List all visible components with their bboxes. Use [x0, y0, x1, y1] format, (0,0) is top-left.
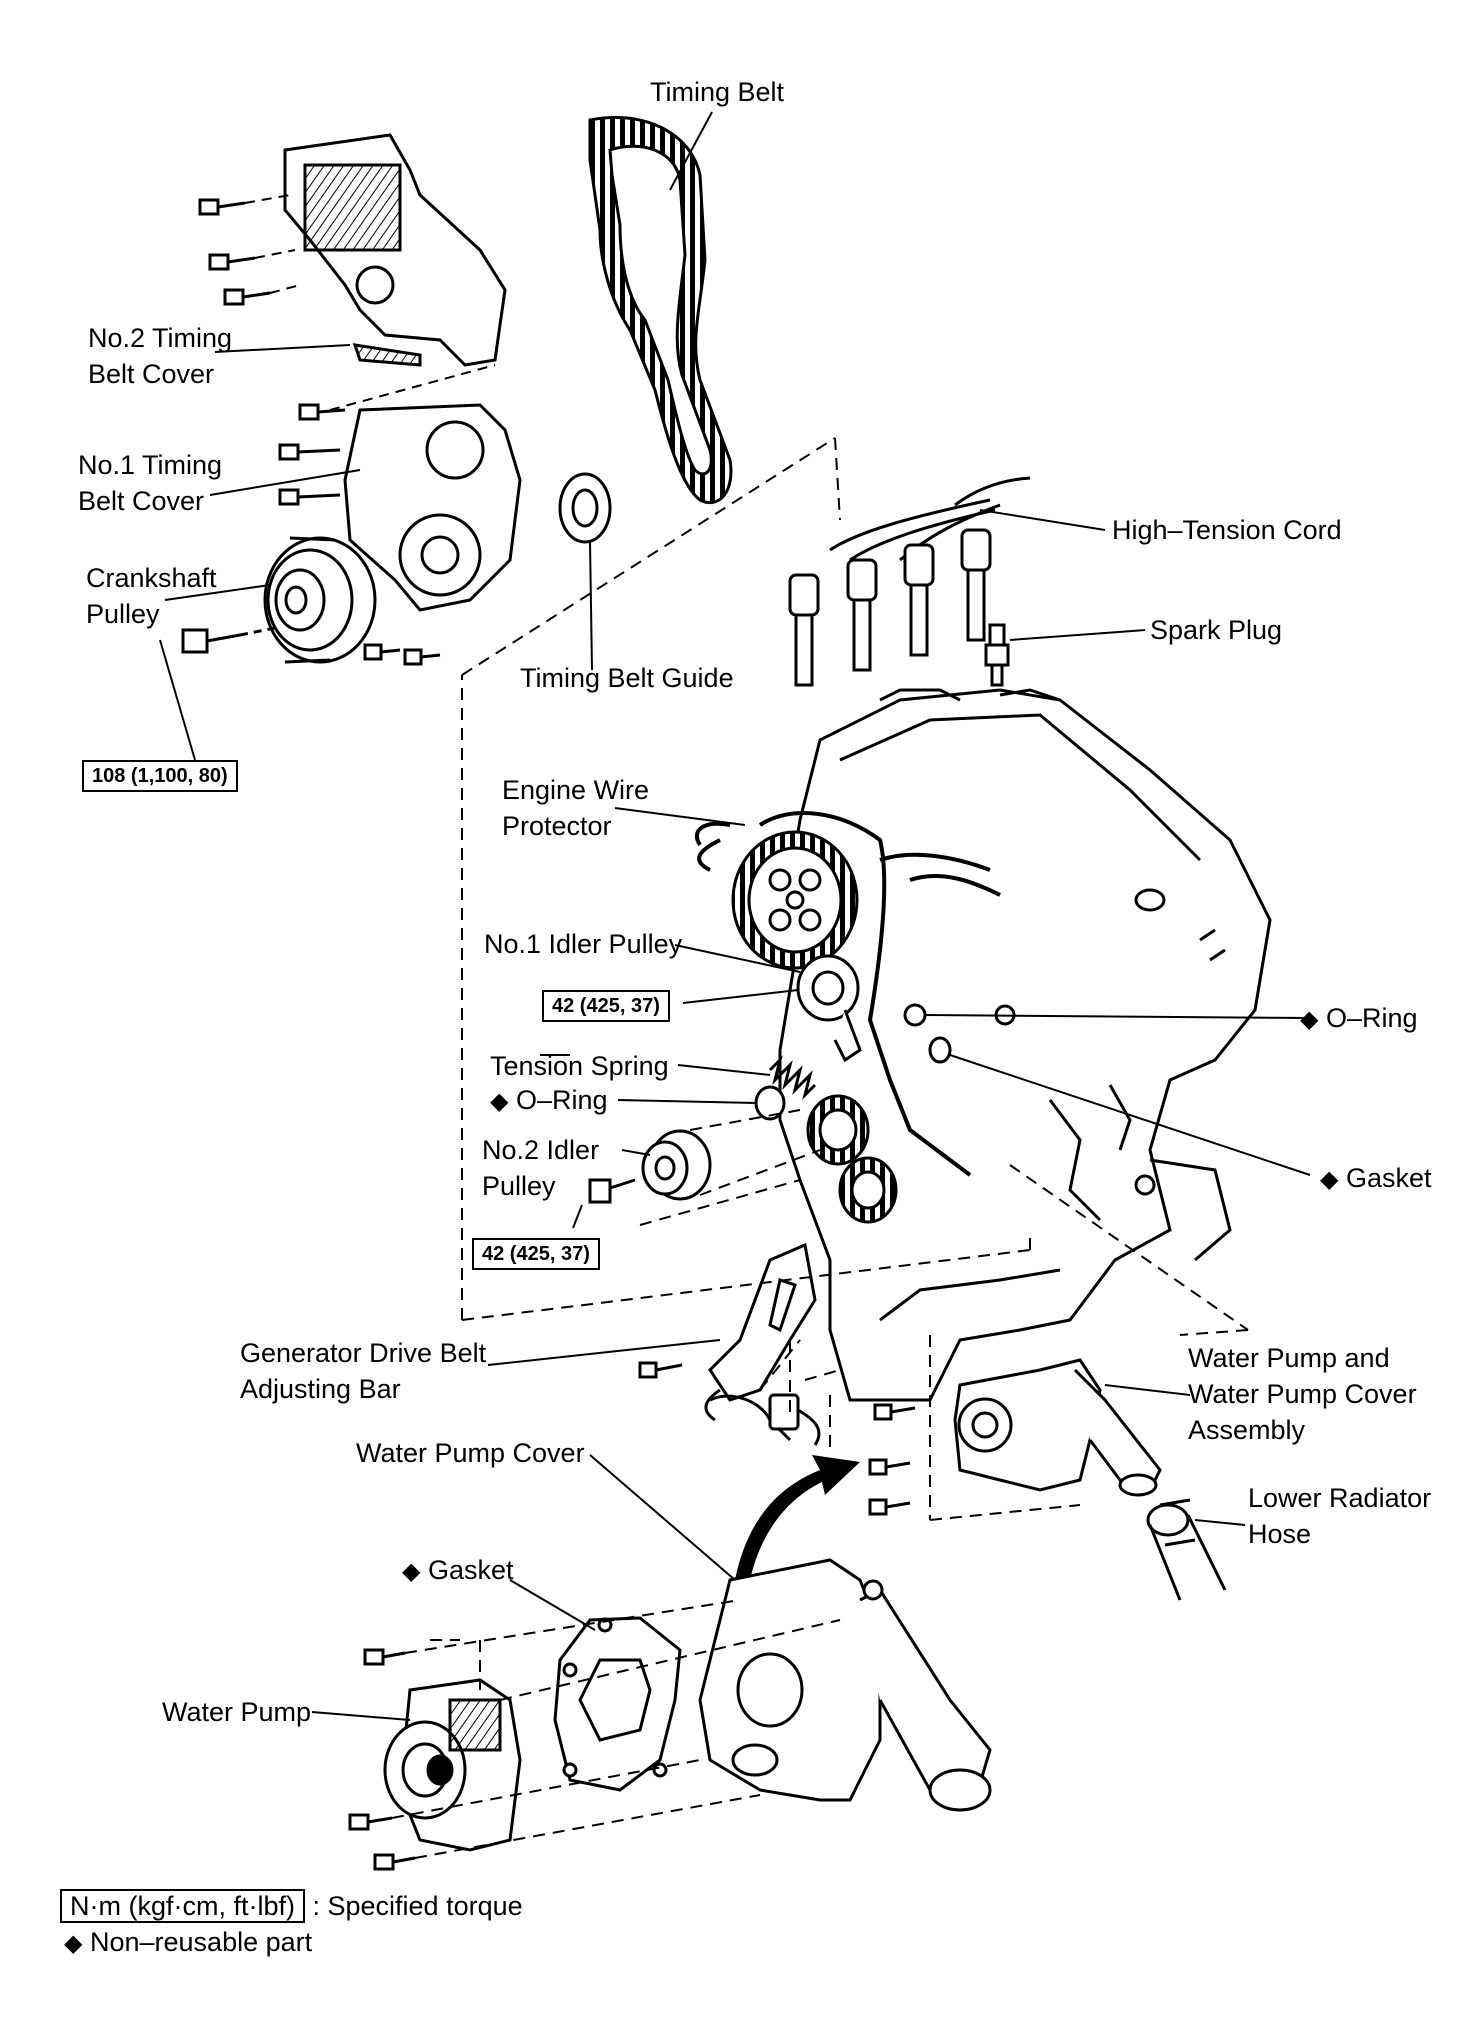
label-no2-idler-line2: Pulley — [482, 1171, 556, 1201]
legend-torque-desc: : Specified torque — [312, 1891, 523, 1921]
leader-lines — [159, 111, 1311, 1721]
dashed-assembly-lines — [391, 437, 1249, 1859]
label-timing-belt: Timing Belt — [650, 77, 785, 107]
label-no1-timing-belt-cover: No.1 Timing Belt Cover — [78, 447, 222, 519]
label-crankshaft-pulley: Crankshaft Pulley — [86, 560, 217, 632]
nonreusable-diamond-icon: ◆ — [1300, 1006, 1319, 1033]
no2-idler-bolt — [588, 1178, 636, 1204]
label-no2-idler-pulley: No.2 Idler Pulley — [482, 1132, 599, 1204]
torque-no1-idler-bolt: 42 (425, 37) — [542, 990, 670, 1022]
label-gen-line2: Adjusting Bar — [240, 1374, 401, 1404]
label-no2-cover-line2: Belt Cover — [88, 359, 215, 389]
label-lower-hose-line1: Lower Radiator — [1248, 1483, 1432, 1513]
water-pump-cover — [698, 1558, 992, 1812]
legend-torque: N·m (kgf·cm, ft·lbf) : Specified torque — [60, 1888, 523, 1924]
gasket-right — [928, 1036, 952, 1064]
label-o-ring-left: ◆ O–Ring — [490, 1082, 608, 1120]
label-gen-line1: Generator Drive Belt — [240, 1338, 487, 1368]
label-lower-hose-line2: Hose — [1248, 1519, 1312, 1549]
label-wire-line2: Protector — [502, 811, 612, 841]
label-tension-spring: Tension Spring — [490, 1051, 669, 1081]
label-gasket-right: ◆ Gasket — [1320, 1160, 1432, 1198]
crankshaft-sprocket — [806, 1094, 898, 1224]
label-crank-line1: Crankshaft — [86, 563, 217, 593]
legend-torque-unit: N·m (kgf·cm, ft·lbf) — [60, 1889, 305, 1923]
timing-belt-guide — [558, 472, 612, 544]
tension-spring — [768, 1055, 817, 1100]
no2-cover-bolts — [198, 198, 271, 306]
engine-wire-protector — [694, 811, 1001, 1177]
spark-plug — [984, 623, 1010, 687]
label-lower-radiator-hose: Lower Radiator Hose — [1248, 1480, 1431, 1552]
label-no1-cover-line1: No.1 Timing — [78, 450, 223, 480]
crankshaft-pulley — [263, 536, 377, 664]
no1-cover-bolts — [278, 403, 441, 666]
high-tension-cords — [788, 476, 1031, 687]
label-wire-line1: Engine Wire — [502, 775, 650, 805]
label-no1-idler-pulley: No.1 Idler Pulley — [484, 929, 683, 959]
label-gasket-bottom: ◆ Gasket — [402, 1552, 514, 1590]
label-o-ring-right-text: O–Ring — [1325, 1003, 1418, 1033]
label-spark-plug: Spark Plug — [1150, 615, 1283, 645]
label-generator-adjusting-bar: Generator Drive Belt Adjusting Bar — [240, 1335, 486, 1407]
water-pump-assembly — [953, 1358, 1162, 1497]
no1-timing-belt-cover — [343, 403, 522, 612]
label-no2-timing-belt-cover: No.2 Timing Belt Cover — [88, 320, 232, 392]
no2-idler-pulley — [641, 1129, 712, 1201]
label-engine-wire-protector: Engine Wire Protector — [502, 772, 649, 844]
wire-connector — [709, 1393, 821, 1446]
nonreusable-diamond-icon: ◆ — [490, 1088, 509, 1115]
label-crank-line2: Pulley — [86, 599, 160, 629]
label-water-pump-cover: Water Pump Cover — [356, 1438, 585, 1468]
o-ring-right — [903, 1003, 927, 1027]
water-pump-bolts — [348, 1648, 416, 1871]
label-water-pump-assembly: Water Pump and Water Pump Cover Assembly — [1188, 1340, 1417, 1448]
label-no1-cover-line2: Belt Cover — [78, 486, 205, 516]
no2-timing-belt-cover — [283, 133, 507, 367]
label-timing-belt-guide: Timing Belt Guide — [520, 663, 734, 693]
lower-radiator-hose — [1146, 1498, 1227, 1601]
camshaft-sprocket — [731, 830, 859, 970]
assembly-arrow — [735, 1455, 860, 1580]
label-o-ring-right: ◆ O–Ring — [1300, 1000, 1418, 1038]
nonreusable-diamond-icon: ◆ — [1320, 1166, 1339, 1193]
water-pump — [383, 1678, 522, 1852]
crankshaft-pulley-bolt — [181, 626, 276, 654]
nonreusable-diamond-icon: ◆ — [402, 1558, 421, 1585]
label-water-pump: Water Pump — [162, 1697, 312, 1727]
gasket-bottom — [553, 1616, 682, 1792]
legend-nonreusable: ◆ Non–reusable part — [64, 1924, 312, 1962]
water-pump-assy-bolts — [868, 1403, 916, 1516]
label-wp-assy-line2: Water Pump Cover — [1188, 1379, 1417, 1409]
label-gasket-right-text: Gasket — [1345, 1163, 1432, 1193]
torque-crank-bolt: 108 (1,100, 80) — [82, 760, 238, 792]
label-no2-cover-line1: No.2 Timing — [88, 323, 233, 353]
no2-cover-dashed-leaders — [244, 194, 496, 411]
timing-belt — [588, 115, 733, 504]
no1-idler-pulley — [796, 954, 862, 1063]
label-gasket-bottom-text: Gasket — [427, 1555, 514, 1585]
nonreusable-diamond-icon: ◆ — [64, 1930, 83, 1957]
label-high-tension-cord: High–Tension Cord — [1112, 515, 1342, 545]
generator-adjusting-bar — [704, 1242, 817, 1422]
legend-nonreusable-desc: Non–reusable part — [89, 1927, 313, 1957]
torque-no2-idler-bolt: 42 (425, 37) — [472, 1238, 600, 1270]
generator-bar-bolt — [638, 1361, 683, 1379]
label-wp-assy-line3: Assembly — [1188, 1415, 1306, 1445]
label-o-ring-left-text: O–Ring — [515, 1085, 608, 1115]
label-wp-assy-line1: Water Pump and — [1188, 1343, 1390, 1373]
label-no2-idler-line1: No.2 Idler — [482, 1135, 600, 1165]
